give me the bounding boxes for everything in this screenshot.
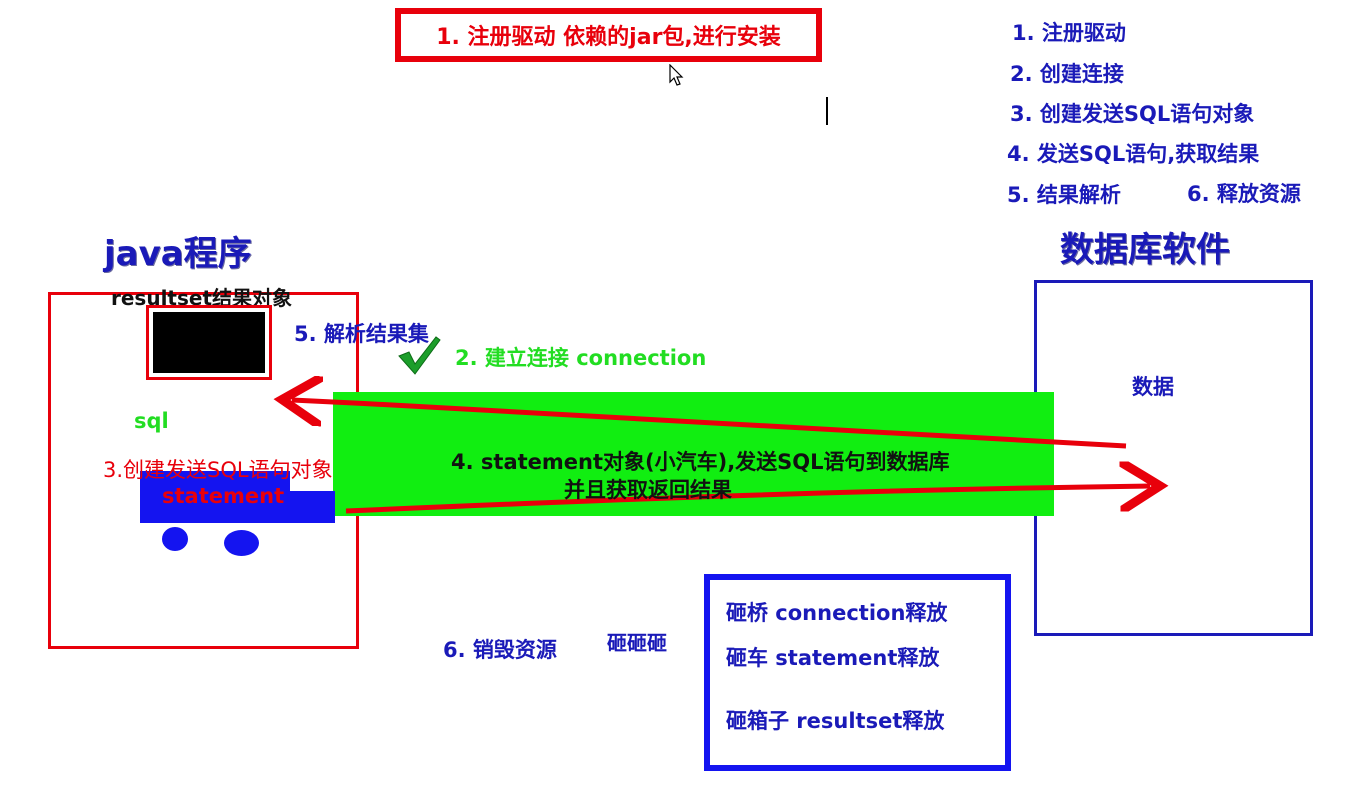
statement-car-front [288,491,335,523]
destroy-label: 6. 销毁资源 [443,638,557,662]
resultset-box [146,305,272,380]
statement-car-body [140,471,290,523]
top-note-text: 1. 注册驱动 依赖的jar包,进行安装 [436,25,781,50]
car-wheel [162,527,188,551]
check-mark-icon [398,336,441,375]
send-line2: 并且获取返回结果 [564,478,732,502]
step-item: 1. 注册驱动 [1012,21,1126,45]
data-label: 数据 [1132,375,1174,399]
step-item: 2. 创建连接 [1010,62,1124,86]
step-item: 6. 释放资源 [1187,182,1301,206]
java-title: java程序 [104,234,252,274]
top-note-box: 1. 注册驱动 依赖的jar包,进行安装 [395,8,822,62]
release-item: 砸箱子 resultset释放 [726,709,945,733]
step-item: 3. 创建发送SQL语句对象 [1010,102,1255,126]
sql-label: sql [134,409,169,433]
resultset-fill [153,312,265,373]
text-caret [826,97,828,125]
step-item: 5. 结果解析 [1007,183,1121,207]
smash-label: 砸砸砸 [607,631,667,655]
request-arrow [345,486,1150,514]
statement-create-label: 3.创建发送SQL语句对象 [103,458,333,482]
step-item: 4. 发送SQL语句,获取结果 [1007,142,1260,166]
db-title: 数据库软件 [1060,230,1230,270]
mouse-cursor-icon [669,64,684,86]
response-arrow [292,400,1127,449]
release-item: 砸车 statement释放 [726,646,940,670]
connect-label: 2. 建立连接 connection [455,346,707,370]
statement-label: statement [162,484,285,508]
car-wheel [224,530,259,556]
send-line1: 4. statement对象(小汽车),发送SQL语句到数据库 [451,450,950,474]
release-box [704,574,1011,771]
release-item: 砸桥 connection释放 [726,601,948,625]
parse-label: 5. 解析结果集 [294,322,429,346]
